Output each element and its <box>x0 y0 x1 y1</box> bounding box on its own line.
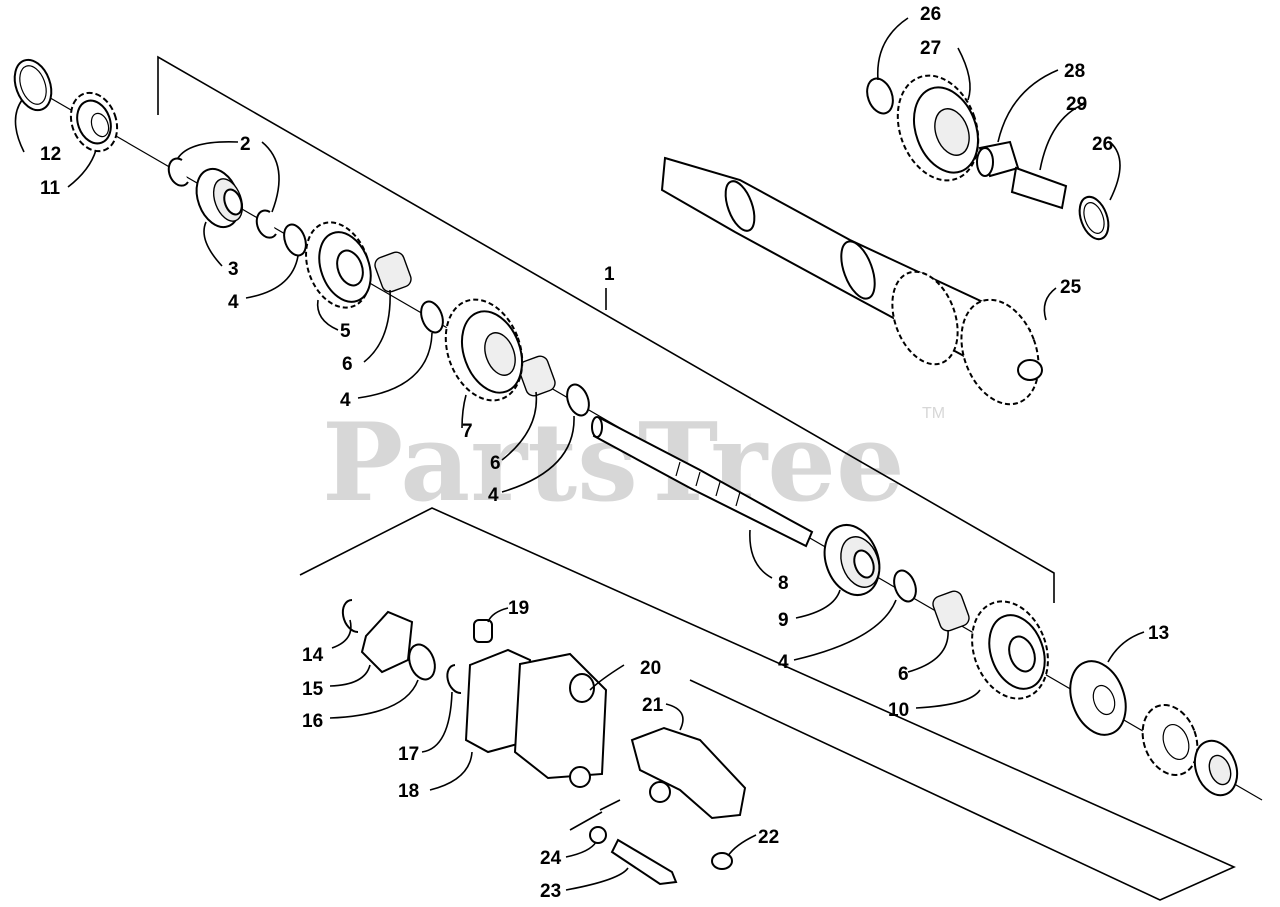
label-21: 21 <box>642 695 664 716</box>
label-12: 12 <box>40 144 61 165</box>
watermark-text: PartsTree <box>322 400 905 526</box>
label-7: 7 <box>462 421 473 442</box>
label-13: 13 <box>1148 623 1169 644</box>
part-3-hub <box>195 167 244 229</box>
label-23: 23 <box>540 881 561 902</box>
label-4b: 4 <box>340 390 351 411</box>
label-17: 17 <box>398 744 419 765</box>
part-2-snap-rings <box>167 157 277 239</box>
label-27: 27 <box>920 38 941 59</box>
label-18: 18 <box>398 781 419 802</box>
label-4c: 4 <box>488 485 499 506</box>
label-11: 11 <box>40 178 61 199</box>
label-1: 1 <box>604 264 615 285</box>
label-4a: 4 <box>228 292 239 313</box>
label-4d: 4 <box>778 652 789 673</box>
upper-gear-group <box>866 74 1110 241</box>
part-25-shaft <box>660 156 1043 406</box>
label-28: 28 <box>1064 61 1085 82</box>
label-3: 3 <box>228 259 239 280</box>
part-9-hub <box>823 524 881 596</box>
label-26a: 26 <box>920 4 941 25</box>
label-10: 10 <box>888 700 909 721</box>
label-16: 16 <box>302 711 323 732</box>
part-10-gear <box>971 600 1049 700</box>
watermark: PartsTree TM <box>322 400 945 526</box>
callout-labels: 1 2 3 4 5 6 4 7 6 4 8 9 4 6 10 11 12 13 … <box>40 4 1169 902</box>
label-6a: 6 <box>342 354 353 375</box>
label-19: 19 <box>508 598 529 619</box>
assembly-bracket-1 <box>157 55 1055 603</box>
watermark-tm: TM <box>922 405 945 422</box>
label-25: 25 <box>1060 277 1082 298</box>
label-24: 24 <box>540 848 562 869</box>
label-22: 22 <box>758 827 779 848</box>
label-9: 9 <box>778 610 789 631</box>
housing-bracket <box>299 507 1236 901</box>
label-29: 29 <box>1066 94 1087 115</box>
part-4-washers <box>283 223 917 603</box>
lower-housing-group <box>341 599 747 886</box>
label-6c: 6 <box>898 664 909 685</box>
label-6b: 6 <box>490 453 501 474</box>
part-13-washer <box>1069 660 1127 736</box>
bearing-and-seal <box>1141 704 1239 797</box>
part-11-small-gear <box>69 91 119 153</box>
part-7-gear <box>444 298 524 402</box>
label-26b: 26 <box>1092 134 1113 155</box>
part-5-gear <box>305 221 372 309</box>
label-15: 15 <box>302 679 324 700</box>
part-6-bearings <box>374 251 970 632</box>
label-2: 2 <box>240 134 251 155</box>
label-20: 20 <box>640 658 661 679</box>
label-8: 8 <box>778 573 789 594</box>
part-8-shaft <box>591 416 814 548</box>
label-14: 14 <box>302 645 324 666</box>
part-12-washer <box>13 58 53 112</box>
label-5: 5 <box>340 321 351 342</box>
leader-lines <box>14 17 1145 891</box>
